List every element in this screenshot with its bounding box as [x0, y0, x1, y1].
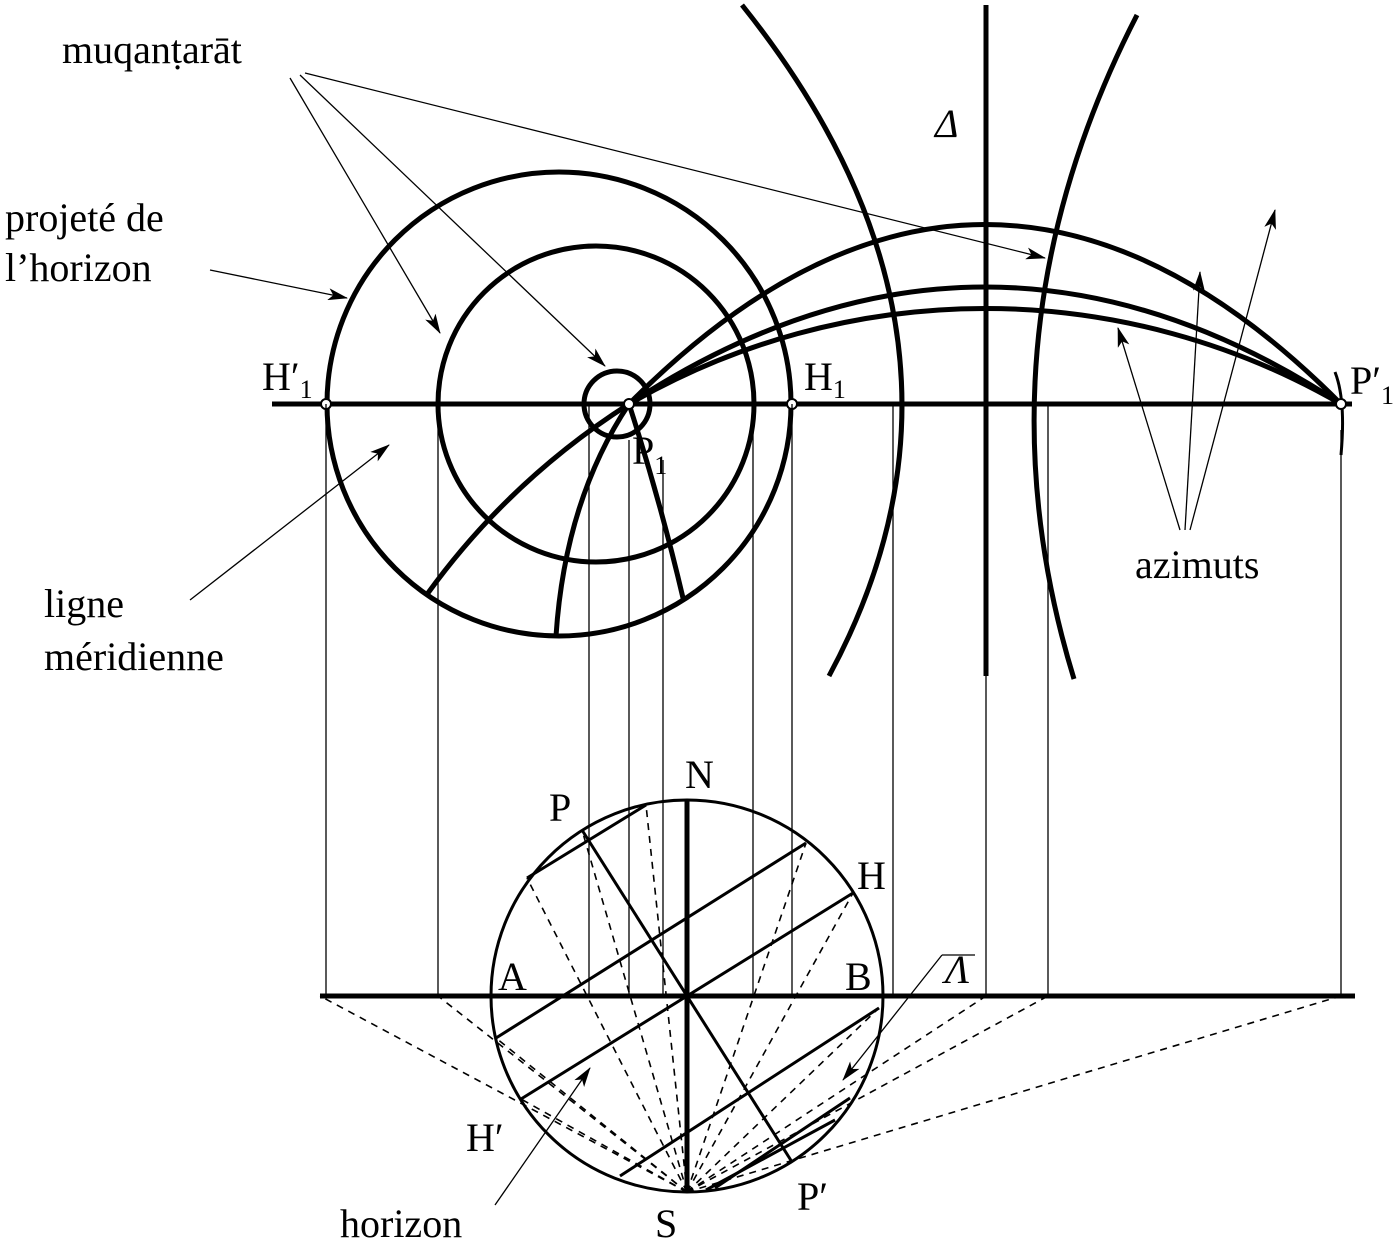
pole-small-circle: [581, 368, 653, 440]
arrow-azimut-2: [1184, 271, 1205, 531]
arrow-ligne-meridienne: [189, 444, 390, 601]
vertical-arc-left: [740, 3, 905, 678]
label-azimuts: azimuts: [1135, 542, 1259, 587]
label-projete-line1: projeté de: [5, 195, 164, 240]
arrow-muqantarat-2: [299, 74, 606, 367]
arrow-horizon: [494, 1067, 591, 1206]
label-P-prime: P′: [797, 1174, 828, 1219]
chord: [619, 1006, 880, 1178]
label-P1: P1: [632, 428, 667, 480]
chord: [526, 803, 647, 880]
lower-sphere: [319, 798, 1355, 1194]
projection-lines: [325, 404, 1342, 996]
label-horizon: horizon: [340, 1201, 462, 1246]
annotation-arrows: [189, 72, 1276, 1206]
label-N: N: [685, 752, 714, 797]
arrow-muqantarat-1: [289, 77, 441, 334]
dashed-rays: [319, 804, 1342, 1193]
arrow-lambda: [842, 954, 943, 1081]
vertical-arc-right: [1031, 13, 1140, 680]
label-S: S: [655, 1201, 677, 1246]
label-H: H: [857, 853, 886, 898]
label-projete-line2: l’horizon: [5, 245, 152, 290]
label-lambda: Λ: [941, 947, 969, 992]
label-P: P: [549, 785, 571, 830]
azimuth-extension-left: [425, 401, 631, 595]
chord: [495, 841, 807, 1040]
point-P1: [623, 398, 635, 410]
arrow-azimut-1: [1117, 327, 1181, 531]
label-H1: H1: [804, 354, 846, 404]
label-meridienne: méridienne: [44, 634, 224, 679]
arrow-muqantarat-3: [304, 72, 1046, 260]
labels: muqanṭarāt projeté de l’horizon ligne mé…: [5, 27, 1394, 1246]
label-B: B: [845, 954, 872, 999]
horizon-line: [520, 891, 854, 1101]
label-H-prime: H′: [466, 1115, 504, 1160]
label-A: A: [498, 954, 527, 999]
chord: [705, 1118, 836, 1192]
label-P1-prime: P′1: [1350, 358, 1394, 410]
label-H1-prime: H′1: [262, 354, 313, 404]
point-P1-prime: [1335, 398, 1347, 410]
label-muqantarat: muqanṭarāt: [62, 27, 242, 72]
label-delta: Δ: [933, 101, 958, 146]
azimuth-extension-mid: [553, 402, 632, 637]
arrow-projete-horizon: [209, 269, 348, 301]
arrow-azimut-3: [1189, 209, 1276, 531]
azimuth-extension-right: [626, 403, 686, 599]
upper-projection: [272, 3, 1352, 680]
label-ligne: ligne: [44, 581, 124, 626]
